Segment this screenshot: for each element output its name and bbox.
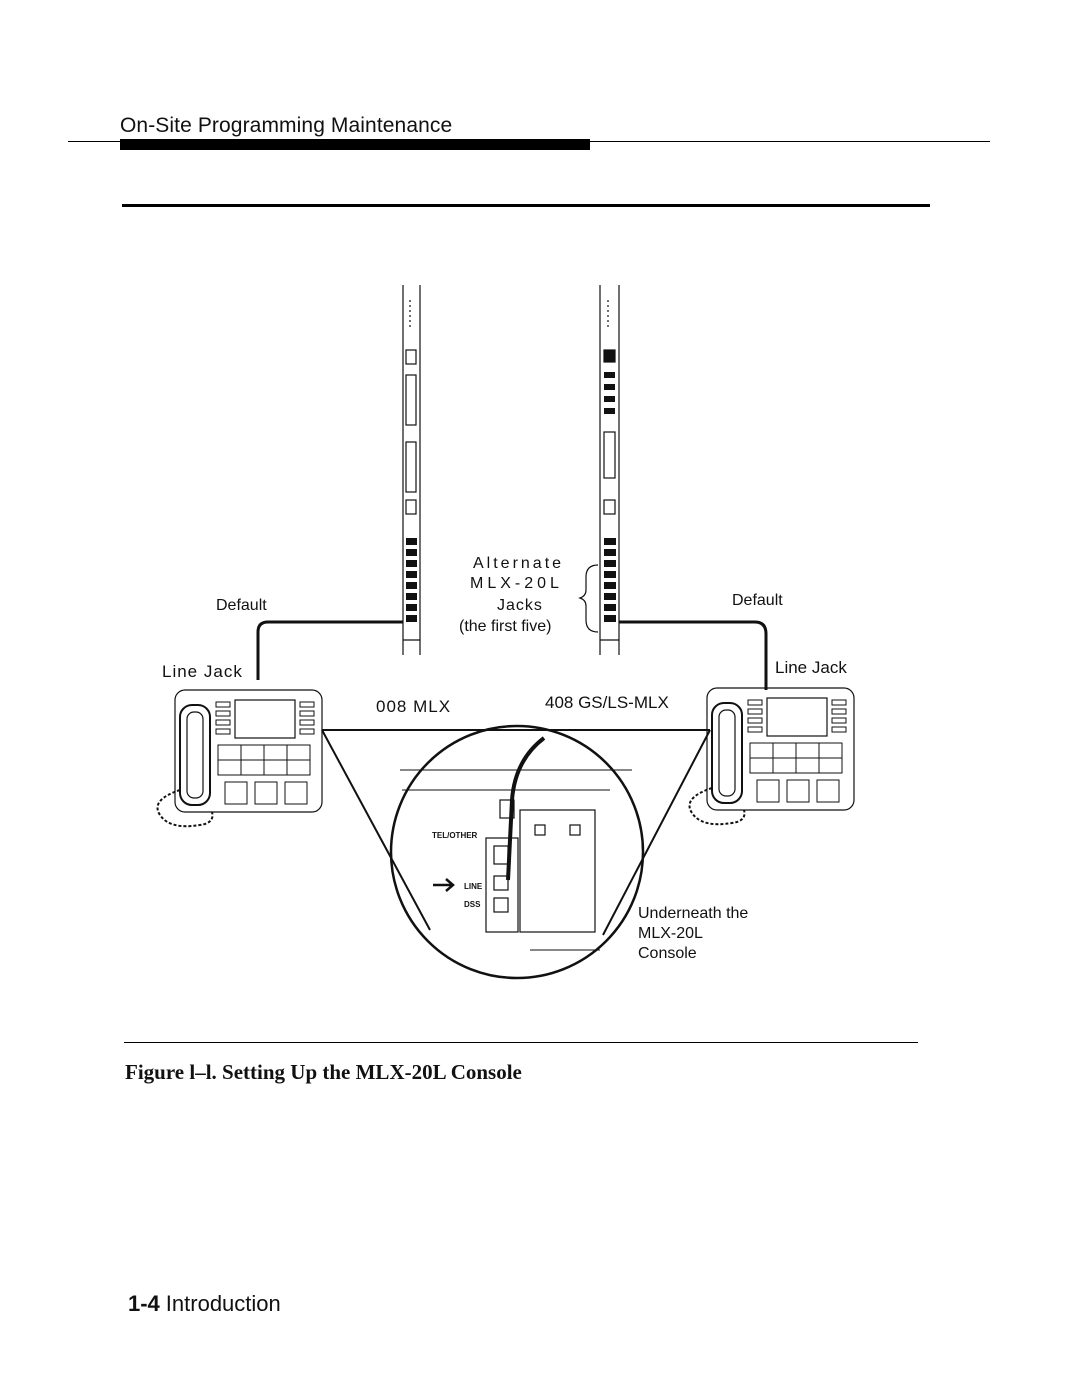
right-mlx-20l-console bbox=[688, 687, 855, 826]
header-bar bbox=[120, 139, 590, 150]
running-header: On-Site Programming Maintenance bbox=[120, 114, 453, 137]
page-number: 1-4 bbox=[128, 1291, 160, 1316]
label-module-008-mlx: 008 MLX bbox=[376, 697, 451, 716]
figure-top-rule bbox=[122, 204, 930, 207]
jack-label-line: LINE bbox=[464, 882, 483, 891]
jack-detail-magnified-view: TEL/OTHER LINE DSS bbox=[389, 724, 645, 980]
jack-label-tel-other: TEL/OTHER bbox=[432, 831, 478, 840]
label-default-left: Default bbox=[216, 597, 267, 614]
label-line-jack-right: Line Jack bbox=[775, 658, 847, 677]
label-underneath-1: Underneath the bbox=[638, 905, 748, 922]
label-underneath-2: MLX-20L bbox=[638, 925, 703, 942]
right-line-cord bbox=[619, 620, 768, 690]
label-alternate-first-five: (the first five) bbox=[459, 618, 551, 635]
label-alternate-mlx-20l: MLX-20L bbox=[470, 575, 563, 592]
module-008-mlx bbox=[402, 285, 421, 655]
arrow-icon bbox=[433, 878, 455, 892]
figure-bottom-rule bbox=[124, 1042, 918, 1043]
label-underneath-3: Console bbox=[638, 945, 697, 962]
figure-caption: Figure l–l. Setting Up the MLX-20L Conso… bbox=[125, 1060, 522, 1084]
module-408-gs-ls-mlx bbox=[599, 285, 620, 655]
header-rule bbox=[68, 141, 990, 142]
left-mlx-20l-console bbox=[156, 689, 323, 828]
alternate-jacks-brace bbox=[578, 564, 599, 633]
label-line-jack-left: Line Jack bbox=[162, 662, 243, 681]
left-line-cord bbox=[256, 620, 403, 680]
magnifier-guide-lines bbox=[321, 729, 711, 936]
label-alternate: Alternate bbox=[473, 555, 564, 572]
section-name: Introduction bbox=[165, 1291, 281, 1316]
label-alternate-jacks: Jacks bbox=[497, 597, 543, 614]
jack-label-dss: DSS bbox=[464, 900, 481, 909]
label-module-408-gs-ls-mlx: 408 GS/LS-MLX bbox=[545, 693, 669, 712]
label-default-right: Default bbox=[732, 592, 783, 609]
figure-illustration: TEL/OTHER LINE DSS Default Default Line … bbox=[156, 285, 855, 980]
